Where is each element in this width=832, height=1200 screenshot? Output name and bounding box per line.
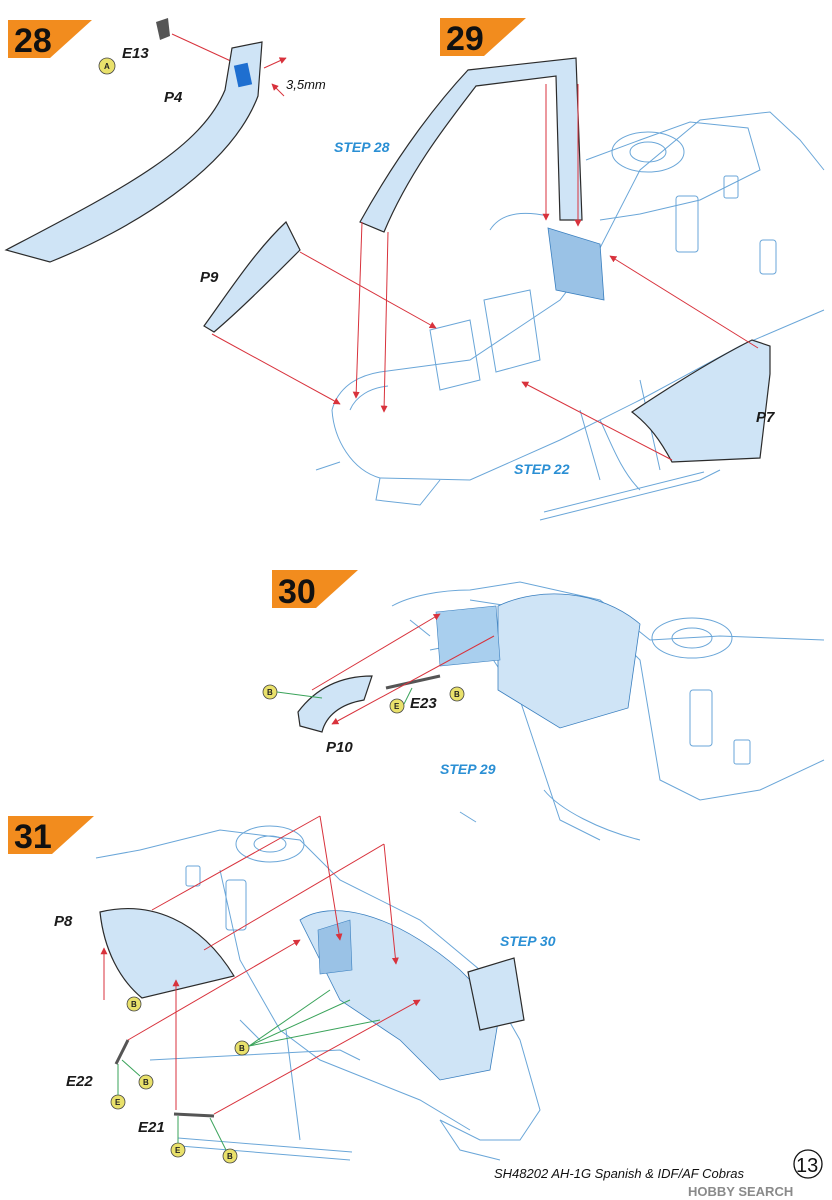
glue-a-icon: A [98,57,116,75]
glue-b-icon-31d: B [222,1148,238,1164]
svg-text:A: A [104,62,110,71]
footer: SH48202 AH-1G Spanish & IDF/AF Cobras 13… [494,1149,823,1199]
p9-label: P9 [200,269,219,286]
step-29: 29 STEP 28 [200,18,825,521]
e21-label: E21 [138,1119,165,1136]
glue-b-icon-31c: B [138,1074,154,1090]
e23-label: E23 [410,695,437,712]
page-number: 13 [796,1155,818,1177]
p7-label: P7 [756,409,775,426]
step-28-canopy-part [359,57,583,233]
ref-step-29: STEP 29 [440,761,496,777]
step-28: 28 E13 A P4 3,5mm [4,18,326,263]
e23-part [385,674,441,690]
step-28-badge [8,20,92,58]
svg-text:B: B [227,1152,233,1161]
ref-step-22: STEP 22 [514,461,570,477]
step-31-badge [8,816,94,854]
glue-b-icon-30b: B [449,686,465,702]
watermark: HOBBY SEARCH [688,1184,793,1199]
glue-b-icon-31a: B [126,996,142,1012]
svg-text:E: E [175,1146,181,1155]
p10-label: P10 [326,739,353,756]
glue-b-icon-31b: B [234,1040,250,1056]
glue-b-icon-30a: B [262,684,278,700]
e21-part [173,1112,215,1118]
step-28-number: 28 [14,22,52,60]
step-29-number: 29 [446,20,484,58]
e22-part [114,1039,130,1065]
product-title: SH48202 AH-1G Spanish & IDF/AF Cobras [494,1166,745,1181]
ref-step-28: STEP 28 [334,139,390,155]
e13-part [156,18,170,40]
helicopter-fuselage-29 [315,111,825,521]
svg-text:B: B [267,688,273,697]
svg-text:E: E [394,702,400,711]
step-30-panel [467,957,525,1031]
p8-label: P8 [54,913,73,930]
e22-label: E22 [66,1073,93,1090]
glue-e-icon-31b: E [170,1142,186,1158]
glue-e-icon-30: E [389,698,405,714]
svg-text:B: B [131,1000,137,1009]
svg-text:B: B [143,1078,149,1087]
ref-step-30: STEP 30 [500,933,556,949]
p4-label: P4 [164,89,183,106]
p9-part [203,221,301,333]
p4-dimension: 3,5mm [286,77,326,92]
p4-part [4,41,263,263]
p7-part [630,339,771,463]
svg-text:B: B [454,690,460,699]
step-30-badge [272,570,358,608]
step-31: 31 P8 E22 E21 STEP 30 [8,815,556,1164]
step-30: 30 P10 E23 B E [262,570,825,841]
step-30-number: 30 [278,573,316,611]
p10-part [297,675,373,733]
step-29-badge [440,18,526,56]
p8-part [99,908,235,999]
svg-text:B: B [239,1044,245,1053]
svg-text:E: E [115,1098,121,1107]
page-number-circle [793,1149,823,1179]
glue-e-icon-31a: E [110,1094,126,1110]
step-31-number: 31 [14,818,52,856]
e13-label: E13 [122,45,149,62]
